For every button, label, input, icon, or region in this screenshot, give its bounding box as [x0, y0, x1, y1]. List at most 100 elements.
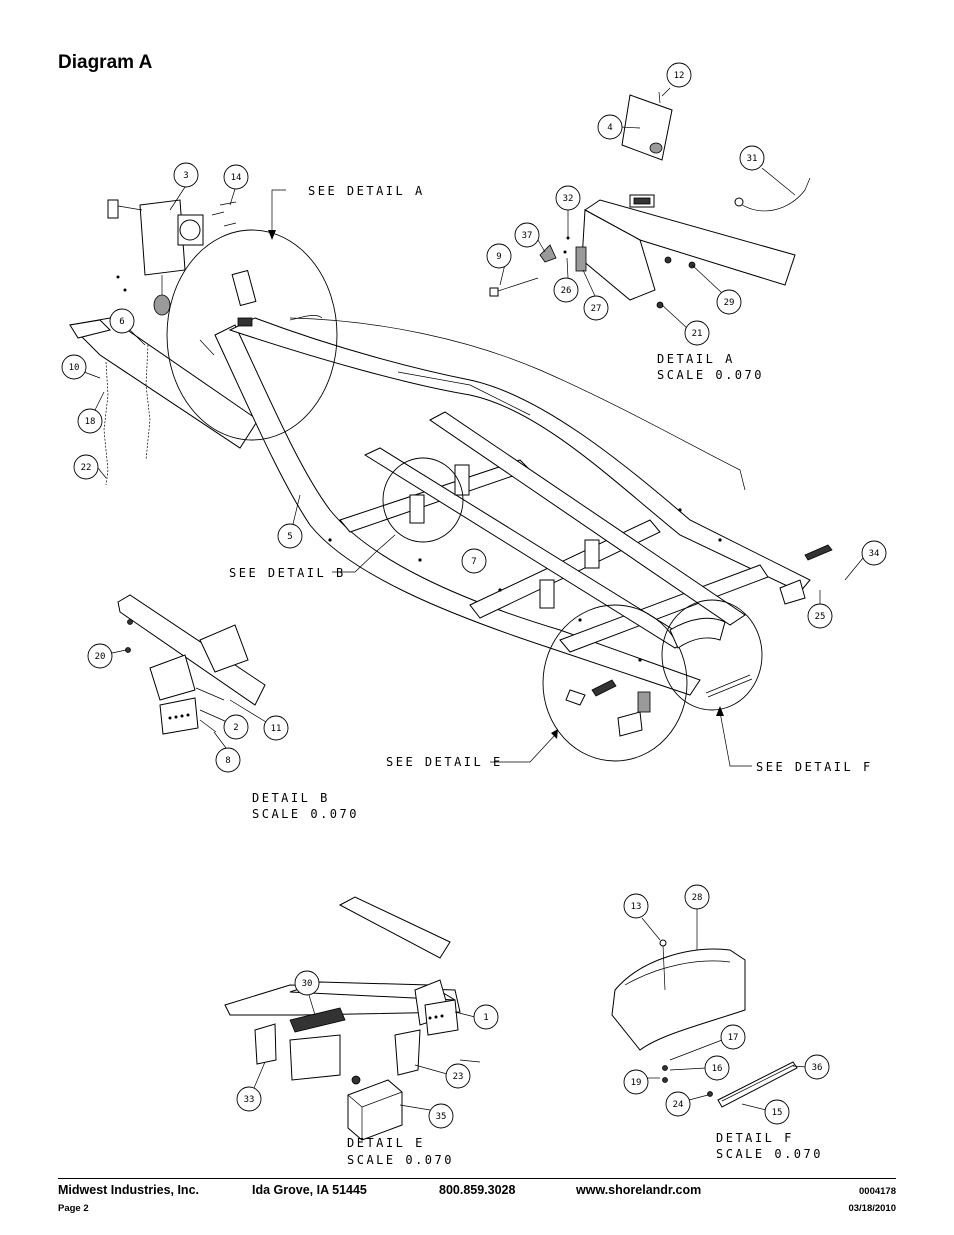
detail-e-title: DETAIL E	[347, 1136, 425, 1150]
callout-37: 37	[514, 222, 546, 253]
svg-text:16: 16	[712, 1064, 723, 1074]
detail-a-arrow	[268, 230, 276, 240]
callout-23: 23	[414, 1063, 471, 1089]
footer-doc-number: 0004178	[859, 1186, 896, 1197]
detail-f-arrow	[716, 706, 724, 716]
svg-text:25: 25	[815, 612, 826, 622]
callout-8: 8	[213, 731, 241, 773]
detail-e-scale: SCALE 0.070	[347, 1153, 454, 1167]
callout-28: 28	[684, 884, 710, 950]
svg-text:13: 13	[631, 902, 642, 912]
detail-e-leader	[490, 734, 556, 763]
footer-date: 03/18/2010	[848, 1203, 896, 1214]
footer-page-number: Page 2	[58, 1203, 89, 1214]
svg-text:32: 32	[563, 194, 574, 204]
detail-f-title: DETAIL F	[716, 1131, 794, 1145]
svg-text:15: 15	[772, 1108, 783, 1118]
page-title: Diagram A	[58, 52, 153, 73]
callout-26: 26	[553, 257, 579, 303]
callout-33: 33	[236, 1061, 266, 1112]
callout-14: 14	[223, 164, 249, 206]
svg-text:21: 21	[692, 329, 703, 339]
callout-25: 25	[807, 590, 833, 629]
callout-4: 4	[597, 114, 641, 140]
callout-35: 35	[399, 1103, 454, 1129]
svg-text:24: 24	[673, 1100, 684, 1110]
callout-19: 19	[623, 1069, 660, 1095]
detail-f-circle	[661, 599, 763, 711]
detail-e-circle-contents	[565, 679, 651, 737]
callout-9: 9	[486, 243, 512, 286]
callout-10: 10	[61, 354, 101, 380]
see-detail-f-label: SEE DETAIL F	[756, 760, 873, 774]
svg-text:35: 35	[436, 1112, 447, 1122]
svg-text:27: 27	[591, 304, 602, 314]
svg-text:36: 36	[812, 1063, 823, 1073]
trailer-frame	[68, 317, 833, 696]
svg-text:20: 20	[95, 652, 106, 662]
svg-text:29: 29	[724, 298, 735, 308]
callout-32: 32	[555, 185, 581, 238]
svg-text:19: 19	[631, 1078, 642, 1088]
callout-12: 12	[661, 62, 692, 97]
svg-text:28: 28	[692, 893, 703, 903]
detail-f-scale: SCALE 0.070	[716, 1147, 823, 1161]
detail-e-circle	[542, 604, 688, 762]
footer-company: Midwest Industries, Inc.	[58, 1183, 199, 1197]
detail-b-title: DETAIL B	[252, 791, 330, 805]
svg-text:18: 18	[85, 417, 96, 427]
svg-text:31: 31	[747, 154, 758, 164]
callout-5: 5	[277, 494, 303, 549]
footer-divider	[58, 1178, 896, 1179]
callout-13: 13	[623, 893, 661, 941]
svg-text:22: 22	[81, 463, 92, 473]
svg-text:10: 10	[69, 363, 80, 373]
svg-text:11: 11	[271, 724, 282, 734]
callout-3: 3	[169, 162, 199, 211]
callout-16: 16	[669, 1055, 730, 1081]
callouts: 12 4 31 3 14 32 37 9 26 27 29 21 6 10 18…	[61, 62, 887, 1129]
svg-text:37: 37	[522, 231, 533, 241]
detail-a-circle	[166, 229, 338, 441]
detail-a-title: DETAIL A	[657, 352, 735, 366]
callout-7: 7	[461, 548, 487, 574]
detail-f-circle-contents	[669, 617, 753, 698]
detail-b-circle	[382, 457, 464, 543]
callout-2: 2	[199, 709, 249, 740]
svg-text:26: 26	[561, 286, 572, 296]
svg-text:14: 14	[231, 173, 242, 183]
detail-a-scale: SCALE 0.070	[657, 368, 764, 382]
footer-phone: 800.859.3028	[439, 1183, 516, 1197]
callout-1: 1	[454, 1004, 499, 1030]
callout-29: 29	[691, 264, 742, 315]
svg-text:9: 9	[496, 252, 501, 262]
svg-text:8: 8	[225, 756, 230, 766]
svg-text:17: 17	[728, 1033, 739, 1043]
svg-text:5: 5	[287, 532, 292, 542]
detail-f-view	[611, 939, 798, 1108]
footer-website[interactable]: www.shorelandr.com	[576, 1183, 702, 1197]
safety-chain	[103, 344, 151, 486]
svg-text:23: 23	[453, 1072, 464, 1082]
svg-text:4: 4	[607, 123, 612, 133]
winch-assembly	[107, 199, 237, 316]
callout-30: 30	[294, 970, 320, 1016]
callout-17: 17	[669, 1024, 746, 1061]
callout-6: 6	[109, 308, 146, 346]
detail-b-view	[117, 594, 266, 735]
callout-24: 24	[665, 1091, 709, 1117]
see-detail-a-label: SEE DETAIL A	[308, 184, 425, 198]
svg-text:6: 6	[119, 317, 124, 327]
detail-b-leader	[332, 534, 396, 573]
callout-31: 31	[739, 145, 796, 196]
svg-text:2: 2	[233, 723, 238, 733]
detail-e-arrow	[551, 729, 558, 739]
footer-location: Ida Grove, IA 51445	[252, 1183, 367, 1197]
detail-a-leader	[271, 189, 286, 236]
callout-20: 20	[87, 643, 127, 669]
detail-b-scale: SCALE 0.070	[252, 807, 359, 821]
svg-text:3: 3	[183, 171, 188, 181]
svg-text:7: 7	[471, 557, 476, 567]
svg-text:33: 33	[244, 1095, 255, 1105]
